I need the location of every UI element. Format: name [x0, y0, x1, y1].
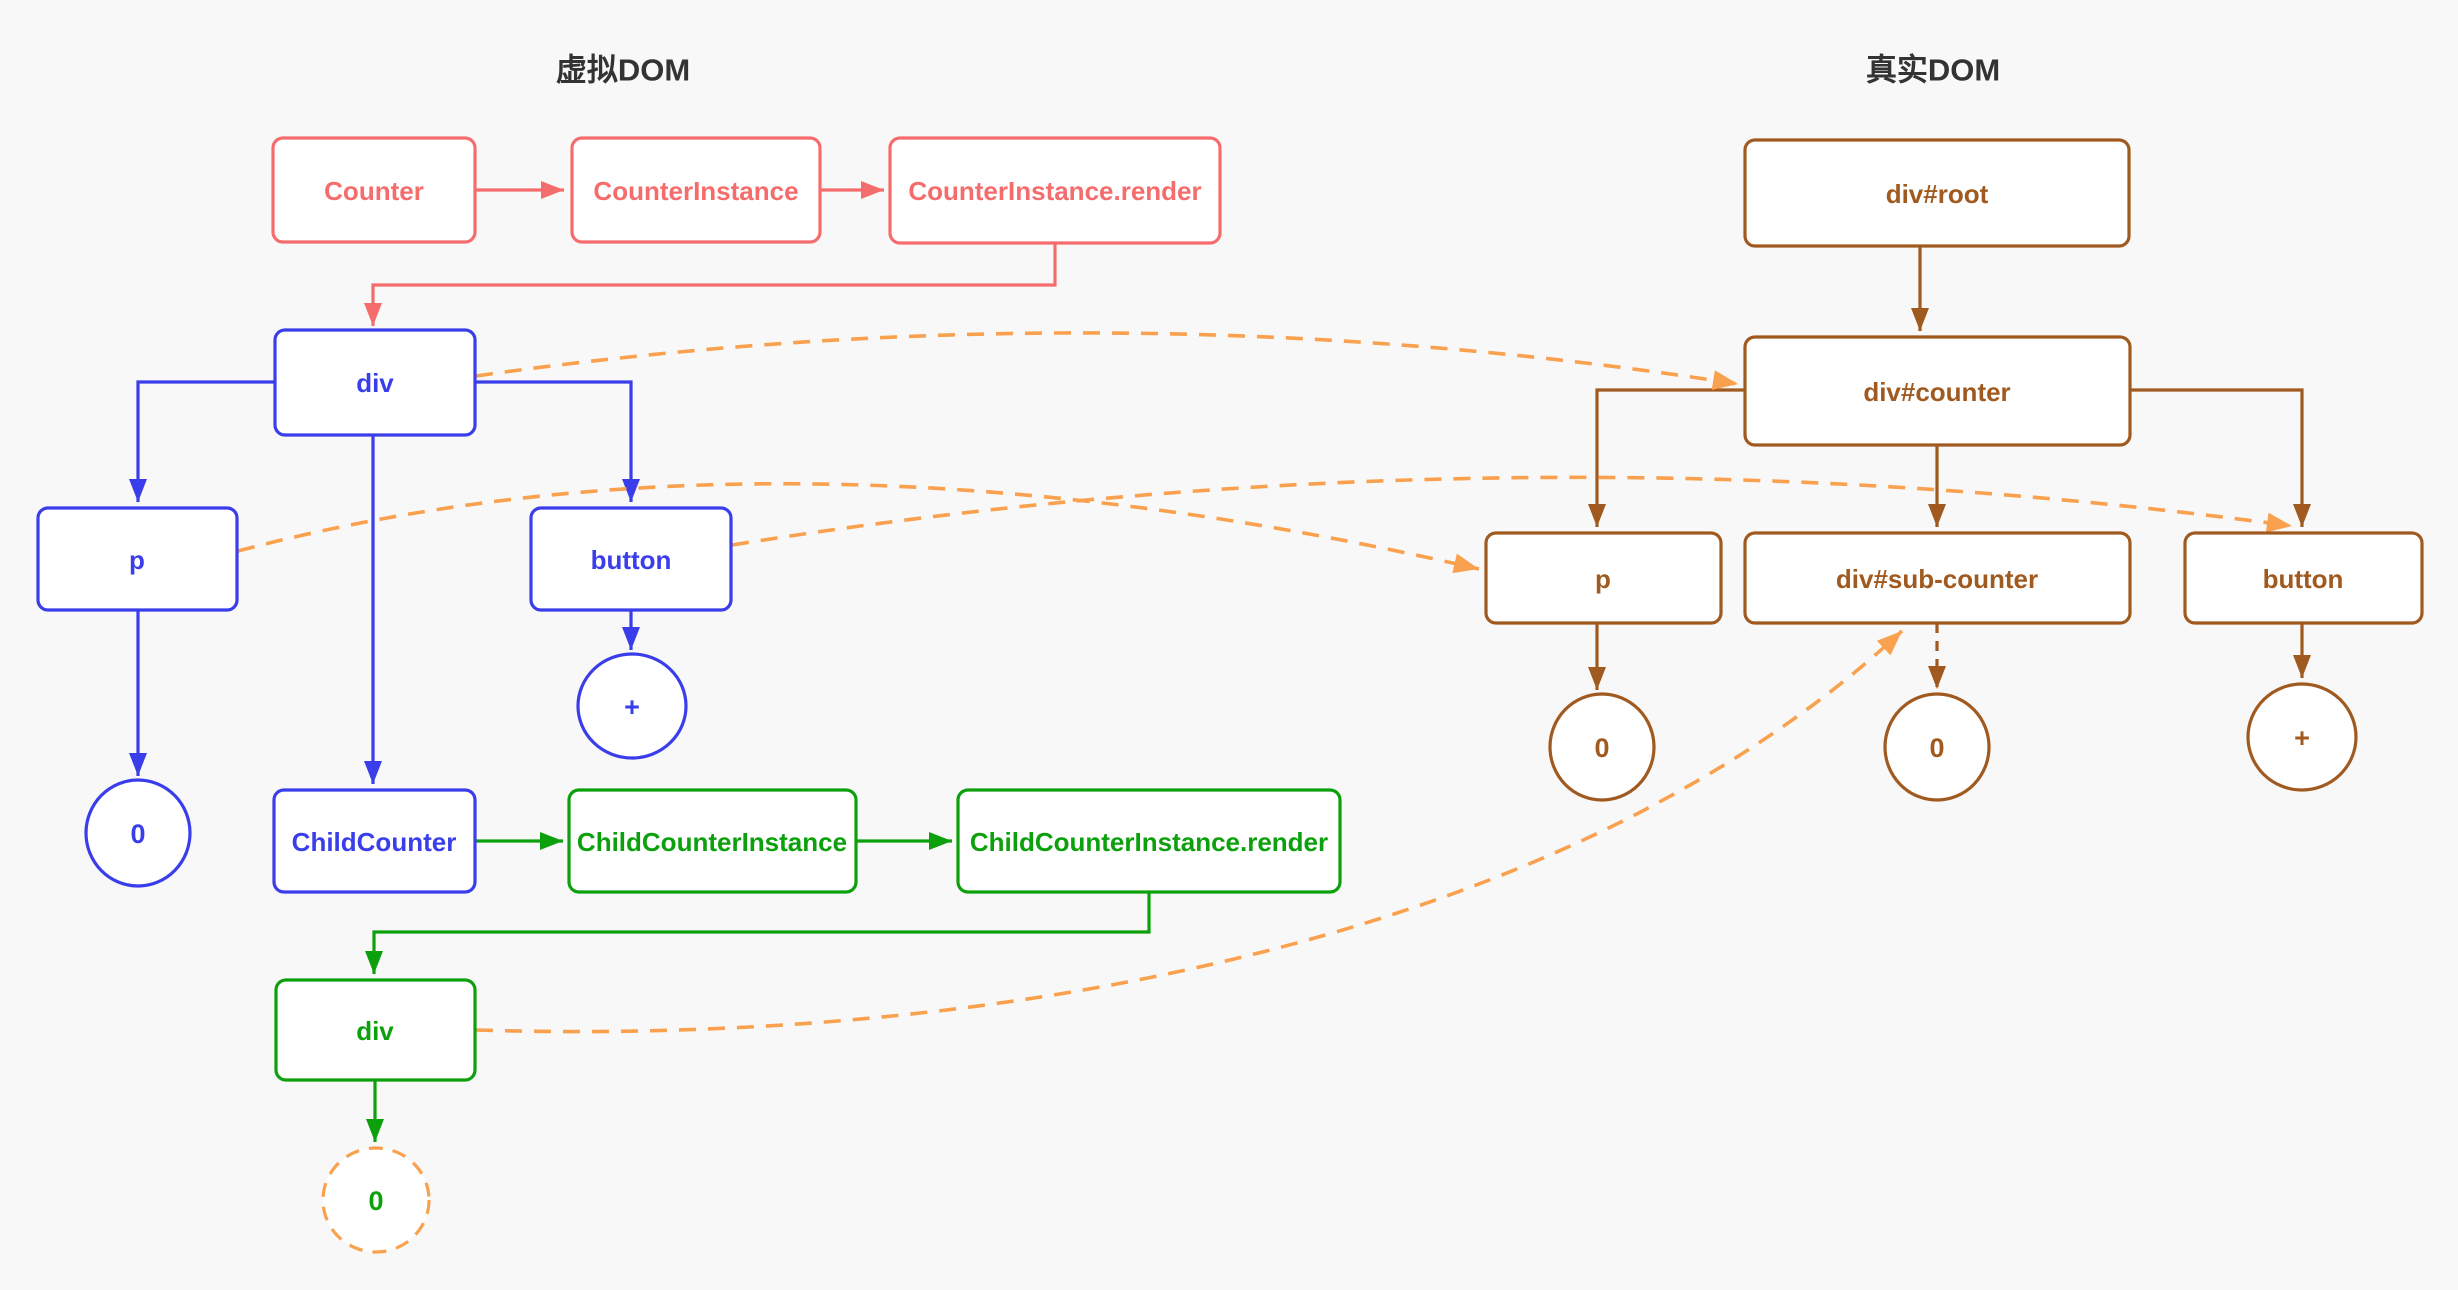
vdom-child-div-value-bubble: 0 — [321, 1146, 431, 1254]
vdom-childcounter-instance-label: ChildCounterInstance — [577, 827, 847, 857]
rdom-p-box — [1484, 531, 1723, 625]
map-vbutton-to-rbutton — [731, 475, 2293, 547]
vdom-counter-label: Counter — [324, 176, 424, 206]
vdom-div-box — [273, 328, 477, 437]
vdom-childcounter-node: ChildCounter — [272, 788, 477, 894]
vdom-child-div-value-circle-dashed — [321, 1146, 431, 1254]
vdom-childcounter-render-label: ChildCounterInstance.render — [970, 827, 1328, 857]
vdom-childcounter-render-node: ChildCounterInstance.render — [956, 788, 1342, 894]
rdom-button-value: + — [2294, 723, 2310, 753]
rdom-subcounter-value: 0 — [1929, 733, 1944, 763]
rdom-p-node: p — [1484, 531, 1723, 625]
rdom-button-value-bubble: + — [2246, 682, 2358, 792]
arrow-counter-to-button — [2130, 388, 2311, 527]
rdom-subcounter-label: div#sub-counter — [1836, 564, 2038, 594]
vdom-child-div-box — [274, 978, 477, 1082]
rdom-root-box — [1743, 138, 2131, 248]
vdom-div-label: div — [356, 368, 394, 398]
vdom-counter-render-node: CounterInstance.render — [888, 136, 1222, 245]
rdom-p-value: 0 — [1594, 733, 1609, 763]
rdom-p-value-circle — [1548, 692, 1656, 802]
rdom-button-node: button — [2183, 531, 2424, 625]
vdom-counter-render-box — [888, 136, 1222, 245]
vdom-counter-box — [271, 136, 477, 244]
arrow-counter-to-p — [1588, 388, 1745, 527]
vdom-counter-instance-node: CounterInstance — [570, 136, 822, 244]
rdom-subcounter-node: div#sub-counter — [1743, 531, 2132, 625]
rdom-p-label: p — [1595, 564, 1611, 594]
vdom-childcounter-box — [272, 788, 477, 894]
vdom-button-label: button — [591, 545, 672, 575]
rdom-root-label: div#root — [1886, 179, 1989, 209]
vdom-p-label: p — [129, 545, 145, 575]
rdom-counter-label: div#counter — [1863, 377, 2010, 407]
vdom-button-value-bubble: + — [576, 652, 688, 760]
arrow-childrender-to-gdiv — [365, 892, 1151, 974]
vdom-counter-instance-label: CounterInstance — [593, 176, 798, 206]
rdom-counter-node: div#counter — [1743, 335, 2132, 447]
rdom-button-value-circle — [2246, 682, 2358, 792]
vdom-child-div-node: div — [274, 978, 477, 1082]
rdom-counter-box — [1743, 335, 2132, 447]
vdom-p-value: 0 — [130, 819, 145, 849]
rdom-p-value-bubble: 0 — [1548, 692, 1656, 802]
vdom-button-node: button — [529, 506, 733, 612]
arrow-vdiv-to-vbutton — [475, 380, 640, 502]
map-vdiv-to-counter — [475, 331, 1739, 391]
vdom-child-div-value: 0 — [368, 1186, 383, 1216]
real-dom-title: 真实DOM — [1866, 53, 2000, 88]
vdom-counter-render-label: CounterInstance.render — [908, 176, 1201, 206]
vdom-counter-instance-box — [570, 136, 822, 244]
rdom-subcounter-box — [1743, 531, 2132, 625]
rdom-subcounter-value-circle — [1883, 692, 1991, 802]
arrow-render-to-vdiv — [364, 243, 1057, 326]
vdom-p-value-circle — [84, 778, 192, 888]
vdom-counter-node: Counter — [271, 136, 477, 244]
virtual-dom-title: 虚拟DOM — [556, 53, 690, 88]
vdom-p-value-bubble: 0 — [84, 778, 192, 888]
vdom-button-value: + — [624, 692, 640, 722]
vdom-childcounter-instance-node: ChildCounterInstance — [567, 788, 858, 894]
rdom-root-node: div#root — [1743, 138, 2131, 248]
vdom-child-div-label: div — [356, 1016, 394, 1046]
rdom-button-label: button — [2263, 564, 2344, 594]
arrow-vdiv-to-vp — [129, 380, 275, 502]
rdom-subcounter-value-bubble: 0 — [1883, 692, 1991, 802]
vdom-div-node: div — [273, 328, 477, 437]
vdom-childcounter-label: ChildCounter — [292, 827, 457, 857]
rdom-button-box — [2183, 531, 2424, 625]
vdom-p-node: p — [36, 506, 239, 612]
vdom-childcounter-instance-box — [567, 788, 858, 894]
map-vp-to-rp — [237, 481, 1480, 574]
vdom-button-value-circle — [576, 652, 688, 760]
map-gdiv-to-subcounter — [475, 629, 1904, 1034]
vdom-p-box — [36, 506, 239, 612]
vdom-childcounter-render-box — [956, 788, 1342, 894]
vdom-button-box — [529, 506, 733, 612]
